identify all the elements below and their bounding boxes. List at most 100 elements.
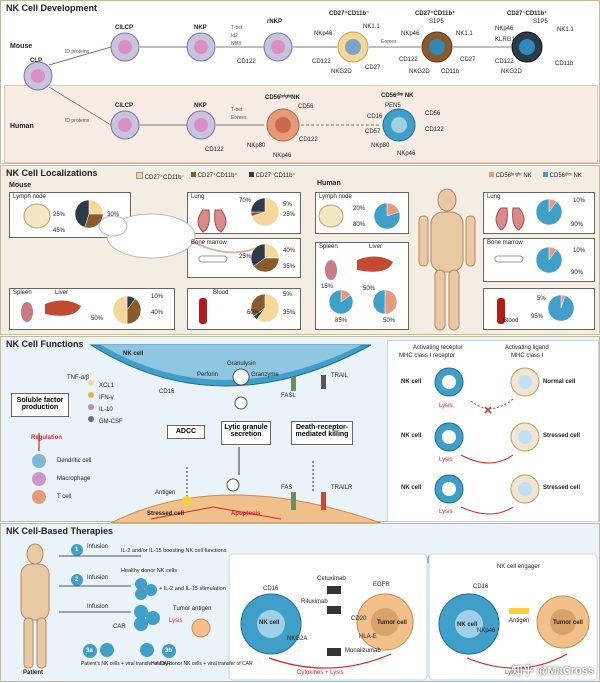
rnkp-label: rNKP xyxy=(267,19,283,25)
functions-graphics xyxy=(32,344,540,523)
p5-cd16: CD16 xyxy=(473,584,489,590)
cd122-mouse: CD122 xyxy=(237,59,256,65)
m-blood-l0: 60% xyxy=(247,310,260,316)
h-liver-pie-slice-0 xyxy=(384,289,398,315)
h-lung-name: Lung xyxy=(487,194,501,200)
tf-human-1: Eomes xyxy=(231,115,247,121)
functions-panel: NK Cell Functions xyxy=(0,336,600,523)
recognition-box xyxy=(387,340,599,522)
adcc-box: ADCC xyxy=(167,425,205,439)
cd56bright-label: CD56ᵇʳⁱᵍʰᵗNK xyxy=(265,95,300,101)
h-bone-name: Bone marrow xyxy=(487,240,523,246)
development-cells xyxy=(23,31,543,142)
rec-nk-1: NK cell xyxy=(401,433,422,439)
m3-cd122: CD122 xyxy=(495,59,514,65)
death-box: Death-receptor-mediated killing xyxy=(291,421,353,445)
trail-label: TRAIL xyxy=(331,373,349,379)
id-proteins-human: ID proteins xyxy=(65,118,90,124)
m-blood-pie-slice-0 xyxy=(256,293,280,323)
m-lung-l2: 25% xyxy=(283,212,296,218)
tf-human-0: T-bet xyxy=(231,107,243,113)
tf-mouse-0: T-bet xyxy=(231,25,243,31)
m-bone-pie-slice-0 xyxy=(264,243,280,259)
m3-s1p5: S1P5 xyxy=(533,19,548,25)
m3-cd11b: CD11b xyxy=(555,61,574,67)
p5-lysis: Lysis xyxy=(505,670,519,676)
granzyme-label: Granzyme xyxy=(251,372,279,378)
lytic-box: Lytic granule secretion xyxy=(221,421,271,445)
car-label: CAR xyxy=(113,624,126,630)
m2-nk11: NK1.1 xyxy=(456,31,473,37)
h2-cd56: CD56 xyxy=(425,111,441,117)
p4-tumor-cell: Tumor cell xyxy=(377,620,407,626)
functions-title: NK Cell Functions xyxy=(6,339,84,349)
func-nk-cell: NK cell xyxy=(123,351,144,357)
car-lysis: Lysis xyxy=(169,618,183,624)
h-liver-pie-slice-1 xyxy=(372,289,386,315)
m-bone-l2: 35% xyxy=(283,264,296,270)
h2-cd16: CD16 xyxy=(367,114,383,120)
h-bone-l1: 90% xyxy=(571,270,584,276)
m-liver-l1: 40% xyxy=(151,310,164,316)
localization-title: NK Cell Localizations xyxy=(6,168,98,178)
m-lymph-name: Lymph node xyxy=(13,194,46,200)
m-lymph-pie-slice-2 xyxy=(74,199,90,228)
m1-nkg2d: NKG2D xyxy=(331,69,352,75)
m-blood-l2: 35% xyxy=(283,310,296,316)
h-lymph-l1: 80% xyxy=(353,222,366,228)
therapy-2b-text: + IL-2 and IL-15 stimulation xyxy=(159,586,226,592)
localization-graphics xyxy=(21,188,575,331)
human-spleen-liver-box xyxy=(315,242,409,330)
h-blood-l0: 5% xyxy=(537,296,546,302)
engager-label: NK cell engager xyxy=(497,564,540,570)
cetuximab-label: Cetuximab xyxy=(317,576,346,582)
act-receptor-label: Activating receptor xyxy=(413,345,463,351)
h-bone-pie-slice-1 xyxy=(535,246,563,274)
p5-nk-cell: NK cell xyxy=(457,622,478,628)
legend-mouse-2: CD27⁻CD11b⁺ xyxy=(249,172,296,180)
m2-cd11b: CD11b xyxy=(441,69,460,75)
rec-lysis-0: Lysis xyxy=(439,403,453,409)
m3-klrg1: KLRG1 xyxy=(495,37,515,43)
nkg2a-label: NKG2A xyxy=(287,636,308,642)
m-lymph-l0: 25% xyxy=(53,212,66,218)
h-lymph-name: Lymph node xyxy=(319,194,352,200)
h-lung-l0: 10% xyxy=(573,198,586,204)
cyto-il10: IL-10 xyxy=(99,407,113,413)
therapies-graphics xyxy=(20,543,598,681)
step-3b: 3b xyxy=(165,648,173,654)
cd20-label: CD20 xyxy=(351,616,367,622)
m-lymph-pie-slice-1 xyxy=(84,213,104,229)
step-2: 2 xyxy=(75,577,79,583)
h-liver-l1: 50% xyxy=(383,318,396,324)
mouse-band xyxy=(4,15,596,81)
p5-antigen: Antigen xyxy=(509,618,530,624)
cd56dim-label: CD56ᵈⁱᵐ NK xyxy=(381,93,414,99)
m-blood-name: Blood xyxy=(213,290,229,296)
m-blood-l1: 5% xyxy=(283,292,292,298)
h-liver-l0: 50% xyxy=(363,286,376,292)
rec-lysis-2: Lysis xyxy=(439,509,453,515)
rec-normal: Normal cell xyxy=(543,379,576,385)
h-lymph-l0: 20% xyxy=(353,206,366,212)
stage-cd27-cd11b-neg: CD27⁺CD11b⁻ xyxy=(329,11,370,17)
h2-pen5: PEN5 xyxy=(385,103,401,109)
h-spleen-name: Spleen xyxy=(319,244,338,250)
m-bone-pie-slice-2 xyxy=(250,243,266,267)
id-proteins-mouse: ID proteins xyxy=(65,49,90,55)
tnf-label: TNF-α/β xyxy=(67,375,90,381)
cd122-human: CD122 xyxy=(205,147,224,153)
p5-tumor-cell: Tumor cell xyxy=(553,620,583,626)
clp-label: CLP xyxy=(30,58,42,64)
fasl-label: FASL xyxy=(281,393,296,399)
therapies-panel: NK Cell-Based Therapies xyxy=(0,523,600,682)
h2-nkp46: NKp46 xyxy=(397,151,416,157)
m-liver-l2: 50% xyxy=(91,316,104,322)
mhc-class-label: MHC class I xyxy=(511,353,544,359)
step-4: 4 xyxy=(235,557,239,563)
act-ligand-label: Activating ligand xyxy=(505,345,549,351)
infusion-1: Infusion xyxy=(87,544,109,550)
m-lung-l1: 5% xyxy=(283,202,292,208)
m2-s1p5: S1P5 xyxy=(429,19,444,25)
cyto-xcl1: XCL1 xyxy=(99,383,115,389)
